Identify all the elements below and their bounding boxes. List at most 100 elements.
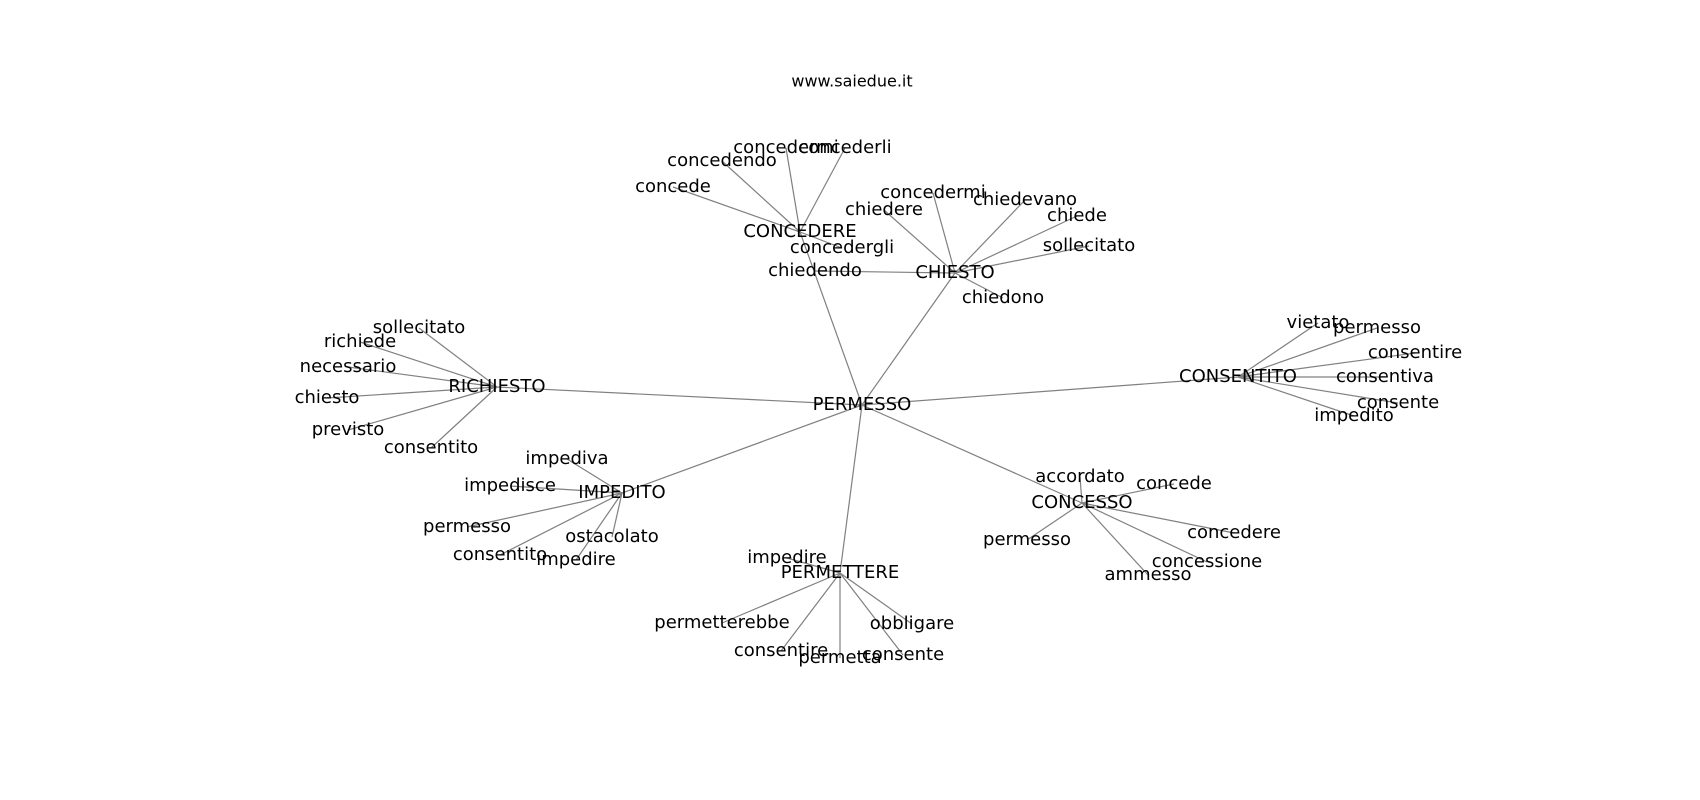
- edge-permesso_root-concesso: [861, 404, 1083, 504]
- edge-concesso-k_accordato: [1079, 476, 1083, 504]
- edge-permesso_root-chiesto: [861, 272, 956, 406]
- node-k-accordato: accordato: [1035, 466, 1124, 487]
- node-h-chiedere: chiedere: [845, 199, 923, 220]
- edge-permesso_root-concedere: [799, 231, 863, 406]
- edge-permettere-p_obbligare: [839, 572, 913, 625]
- edge-permesso_root-impedito_hub: [621, 404, 863, 494]
- node-c-concedermi: concedermi: [733, 137, 838, 158]
- edge-concedere-c_concedergli: [799, 231, 843, 249]
- node-i-impedire: impedire: [536, 549, 616, 570]
- edge-impedito_hub-i_impedisce: [509, 485, 623, 494]
- edge-consentito_hub-s_vietato: [1237, 322, 1319, 378]
- node-permettere: PERMETTERE: [781, 562, 900, 583]
- node-chiesto: CHIESTO: [915, 262, 994, 283]
- node-k-concessione: concessione: [1152, 551, 1263, 572]
- node-p-obbligare: obbligare: [870, 613, 954, 634]
- node-r-richiede: richiede: [324, 331, 396, 352]
- node-concedere: CONCEDERE: [743, 221, 856, 242]
- node-p-consentire: consentire: [734, 640, 828, 661]
- edge-permettere-p_consente: [839, 572, 904, 656]
- edge-richiesto-r_chiesto: [326, 386, 498, 399]
- node-concesso: CONCESSO: [1031, 492, 1132, 513]
- edge-chiesto-h_concedermi: [932, 192, 956, 274]
- graph-edges: [326, 147, 1416, 658]
- node-c-concederli: concederli: [798, 137, 891, 158]
- node-permesso-root: PERMESSO: [813, 394, 912, 415]
- edge-impedito_hub-i_ostacolato: [611, 492, 623, 538]
- edge-chiesto-h_sollecitato: [954, 245, 1090, 274]
- node-h-sollecitato: sollecitato: [1043, 235, 1136, 256]
- edge-concedere-c_concedermi: [785, 147, 801, 233]
- edge-impedito_hub-i_consentito: [499, 492, 623, 556]
- node-p-consente: consente: [862, 644, 944, 665]
- node-c-concede: concede: [635, 176, 711, 197]
- node-s-consente: consente: [1357, 392, 1439, 413]
- node-r-chiesto: chiesto: [295, 387, 360, 408]
- edge-permettere-p_impedire: [786, 557, 841, 574]
- node-s-permesso: permesso: [1333, 317, 1421, 338]
- edge-chiesto-h_chiede: [954, 215, 1078, 274]
- edge-richiesto-r_consentito: [430, 386, 498, 449]
- node-r-necessario: necessario: [300, 356, 397, 377]
- edge-richiesto-r_richiede: [359, 341, 498, 388]
- node-h-chiede: chiede: [1047, 205, 1107, 226]
- node-r-previsto: previsto: [312, 419, 385, 440]
- edge-concesso-k_ammesso: [1081, 502, 1149, 576]
- node-p-permetterebbe: permetterebbe: [654, 612, 789, 633]
- edge-richiesto-r_sollecitato: [418, 327, 498, 388]
- node-c-chiedendo: chiedendo: [768, 260, 862, 281]
- edge-permettere-p_consentire: [780, 572, 841, 652]
- edge-chiesto-h_chiedevano: [954, 199, 1026, 274]
- node-consentito-hub: CONSENTITO: [1179, 366, 1297, 387]
- node-k-concede: concede: [1136, 473, 1212, 494]
- node-s-consentiva: consentiva: [1336, 366, 1434, 387]
- edge-permesso_root-consentito_hub: [861, 376, 1239, 406]
- node-k-ammesso: ammesso: [1105, 564, 1192, 585]
- node-r-consentito: consentito: [384, 437, 478, 458]
- node-h-chiedono: chiedono: [962, 287, 1044, 308]
- edge-impedito_hub-i_permesso: [466, 492, 623, 528]
- edge-impedito_hub-i_impedire: [575, 492, 623, 561]
- node-i-ostacolato: ostacolato: [565, 526, 659, 547]
- edge-permesso_root-richiesto: [496, 386, 863, 406]
- edge-consentito_hub-s_permesso: [1237, 327, 1378, 378]
- node-p-impedire: impedire: [747, 547, 827, 568]
- edge-impedito_hub-i_impediva: [566, 458, 623, 494]
- edge-concesso-k_permesso: [1026, 502, 1083, 541]
- edge-concedere-c_concedendo: [721, 160, 801, 233]
- edge-c_chiedendo-chiesto: [814, 270, 956, 274]
- edge-concesso-k_concede: [1081, 483, 1175, 504]
- node-r-sollecitato: sollecitato: [373, 317, 466, 338]
- node-s-consentire: consentire: [1368, 342, 1462, 363]
- graph-nodes: PERMESSO CONCEDERE CHIESTO RICHIESTO CONSENT…: [295, 137, 1463, 668]
- node-s-impedito: impedito: [1314, 405, 1394, 426]
- edge-concesso-k_concessione: [1081, 502, 1208, 563]
- edge-concesso-k_concedere: [1081, 502, 1235, 534]
- node-impedito-hub: IMPEDITO: [578, 482, 665, 503]
- edge-consentito_hub-s_consentire: [1237, 352, 1416, 378]
- edge-concedere-c_concederli: [799, 147, 846, 233]
- edge-concedere-c_concede: [672, 186, 801, 233]
- node-i-impedisce: impedisce: [464, 475, 556, 496]
- node-p-permetta: permetta: [798, 647, 881, 668]
- node-i-permesso: permesso: [423, 516, 511, 537]
- node-k-concedere: concedere: [1187, 522, 1281, 543]
- edge-chiesto-h_chiedono: [954, 272, 1004, 299]
- node-richiesto: RICHIESTO: [448, 376, 545, 397]
- source-url: www.saiedue.it: [791, 72, 912, 91]
- node-h-concedermi: concedermi: [880, 182, 985, 203]
- node-h-chiedevano: chiedevano: [973, 189, 1077, 210]
- node-c-concedendo: concedendo: [667, 150, 777, 171]
- edge-richiesto-r_necessario: [347, 366, 498, 388]
- edge-permesso_root-permettere: [839, 404, 863, 574]
- node-c-concedergli: concedergli: [790, 237, 894, 258]
- edge-consentito_hub-s_consente: [1237, 376, 1399, 404]
- edge-consentito_hub-s_impedito: [1237, 376, 1355, 417]
- node-i-impediva: impediva: [525, 448, 608, 469]
- edge-richiesto-r_previsto: [347, 386, 498, 431]
- edge-chiesto-h_chiedere: [883, 209, 956, 274]
- node-k-permesso: permesso: [983, 529, 1071, 550]
- edge-permettere-p_permetterebbe: [721, 572, 841, 624]
- node-s-vietato: vietato: [1287, 312, 1350, 333]
